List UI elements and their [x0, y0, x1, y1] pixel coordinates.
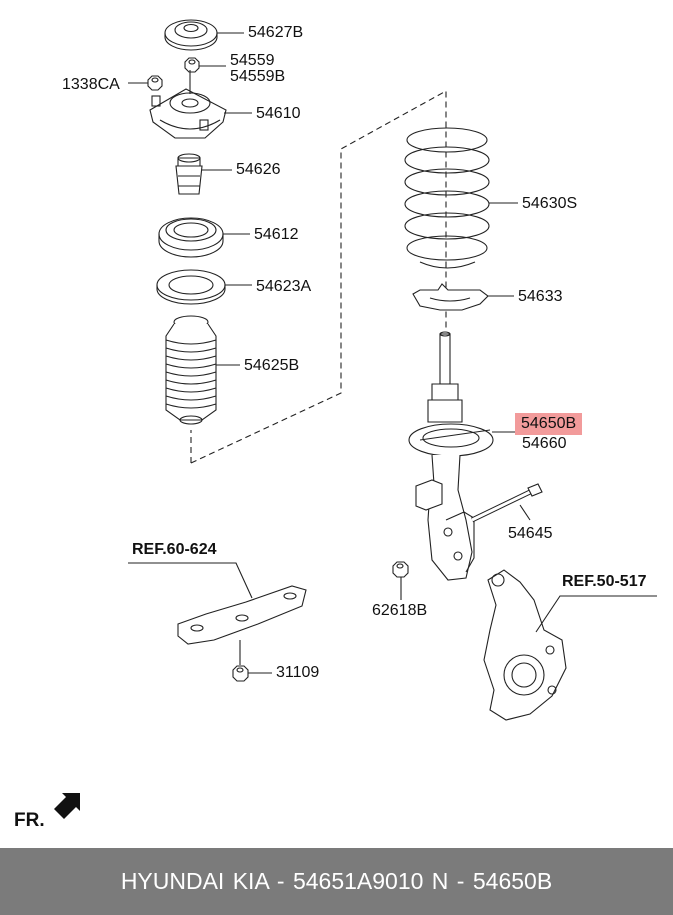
label-31109: 31109	[276, 664, 320, 681]
nut-62618B	[392, 561, 409, 578]
mount-54610	[149, 70, 227, 139]
nut-1338CA	[147, 75, 163, 91]
spring-pad-54633	[412, 283, 489, 311]
front-direction-label: FR.	[14, 810, 45, 831]
label-54650B-highlighted: 54650B	[515, 413, 583, 435]
bump-stop-54626	[175, 153, 203, 195]
label-54630S: 54630S	[522, 195, 578, 212]
nut-54559	[184, 57, 200, 73]
label-1338CA: 1338CA	[62, 76, 120, 93]
bracket-ref-60-624	[177, 585, 307, 645]
diagram-drawing	[54, 19, 657, 819]
seat-54623A	[156, 269, 226, 305]
footer-bar: HYUNDAI KIA - 54651A9010 N - 54650B	[0, 848, 673, 915]
strut-54650B	[408, 331, 494, 581]
label-54625B: 54625B	[244, 357, 300, 374]
bearing-54612	[158, 217, 224, 258]
bolt-54645	[470, 483, 543, 523]
coil-spring-54630S	[404, 127, 490, 269]
parts-diagram: 54627B 54559 54559B 1338CA 54610 54626 5…	[14, 19, 657, 831]
label-ref-60-624: REF.60-624	[132, 541, 217, 558]
label-ref-50-517: REF.50-517	[562, 573, 647, 590]
dust-boot-54625B	[165, 315, 217, 425]
assembly-dashed-outline	[190, 90, 447, 464]
cap-54627B	[164, 19, 218, 51]
label-54623A: 54623A	[256, 278, 312, 295]
label-54626: 54626	[236, 161, 281, 178]
label-54645: 54645	[508, 525, 553, 542]
label-62618B: 62618B	[372, 602, 428, 619]
nut-31109	[232, 640, 249, 682]
label-54612: 54612	[254, 226, 299, 243]
label-54610: 54610	[256, 105, 301, 122]
knuckle-ref-50-517	[483, 569, 567, 721]
label-54627B: 54627B	[248, 24, 304, 41]
footer-part-numbers: HYUNDAI KIA - 54651A9010 N - 54650B	[120, 868, 553, 894]
label-54559: 54559	[230, 52, 275, 69]
label-54559B: 54559B	[230, 68, 286, 85]
label-54633: 54633	[518, 288, 563, 305]
front-arrow-icon	[54, 793, 80, 819]
label-54660: 54660	[522, 435, 567, 452]
